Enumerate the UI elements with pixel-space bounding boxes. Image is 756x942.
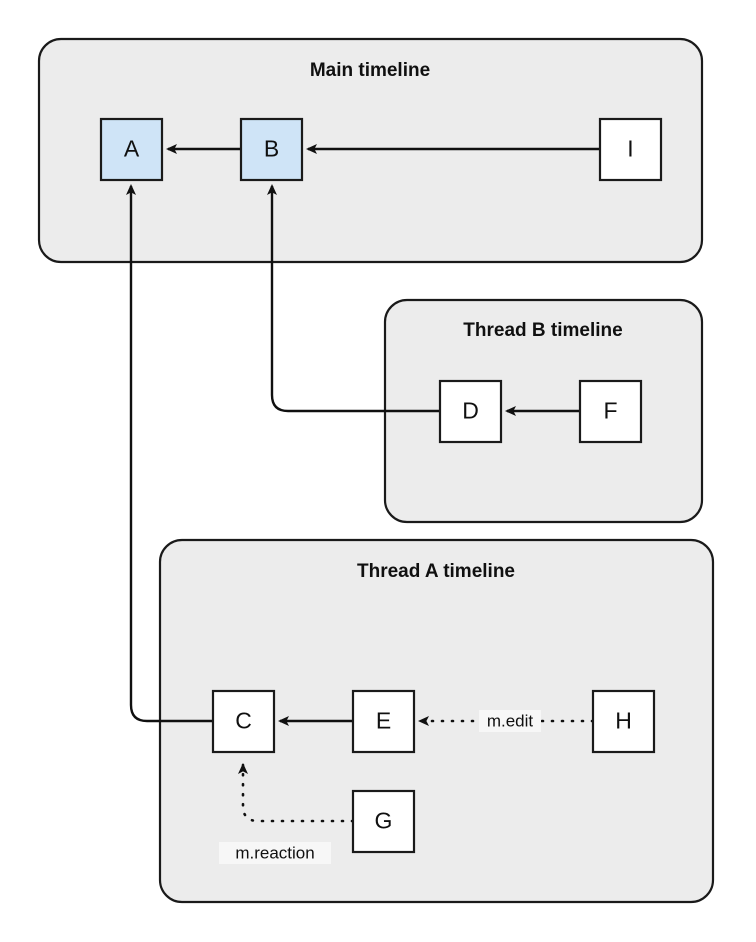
timeline-group-main <box>37 37 704 264</box>
event-node-B[interactable] <box>239 117 304 182</box>
event-node-H[interactable] <box>591 689 656 754</box>
timeline-group-title-thread_b: Thread B timeline <box>463 320 622 341</box>
edge-d-to-b <box>267 184 440 413</box>
event-node-label-A: A <box>124 136 140 162</box>
event-node-label-G: G <box>375 808 393 834</box>
edge-label-g-to-c: m.reaction <box>235 843 314 862</box>
timeline-group-title-main: Main timeline <box>310 60 430 81</box>
event-node-label-D: D <box>462 398 479 424</box>
edge-label-background-h-to-e <box>479 710 541 732</box>
event-node-label-C: C <box>235 708 252 734</box>
edge-g-to-c <box>238 763 355 823</box>
event-node-G[interactable] <box>351 789 416 854</box>
event-node-label-F: F <box>603 398 617 424</box>
timeline-group-title-thread_a: Thread A timeline <box>357 561 515 582</box>
event-nodes: A B I D F C E H G <box>99 117 663 854</box>
event-node-A[interactable] <box>99 117 164 182</box>
edge-labels: m.edit m.reaction <box>219 710 541 864</box>
event-node-label-E: E <box>376 708 391 734</box>
message-edges <box>126 144 600 823</box>
edge-label-h-to-e: m.edit <box>487 711 534 730</box>
edge-c-to-a <box>126 184 213 723</box>
event-node-label-B: B <box>264 136 279 162</box>
event-node-F[interactable] <box>578 379 643 444</box>
event-node-D[interactable] <box>438 379 503 444</box>
event-node-label-H: H <box>615 708 632 734</box>
event-node-C[interactable] <box>211 689 276 754</box>
event-node-E[interactable] <box>351 689 416 754</box>
event-node-I[interactable] <box>598 117 663 182</box>
event-node-label-I: I <box>627 136 633 162</box>
edge-label-background-g-to-c <box>219 842 331 864</box>
